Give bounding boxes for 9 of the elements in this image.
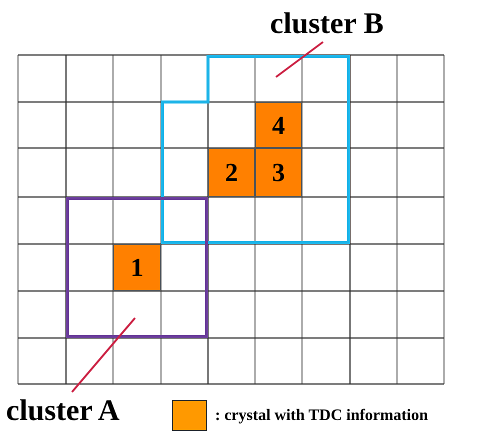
legend-text: : crystal with TDC information [215, 406, 428, 426]
leader-line [71, 317, 136, 393]
crystal-cell: 3 [255, 148, 302, 197]
cluster-label: cluster A [6, 392, 166, 430]
crystal-cell: 1 [113, 244, 161, 291]
crystal-cell: 4 [255, 102, 302, 148]
cluster-label: cluster B [270, 6, 410, 42]
leader-line [275, 41, 324, 78]
crystal-cell: 2 [208, 148, 255, 197]
